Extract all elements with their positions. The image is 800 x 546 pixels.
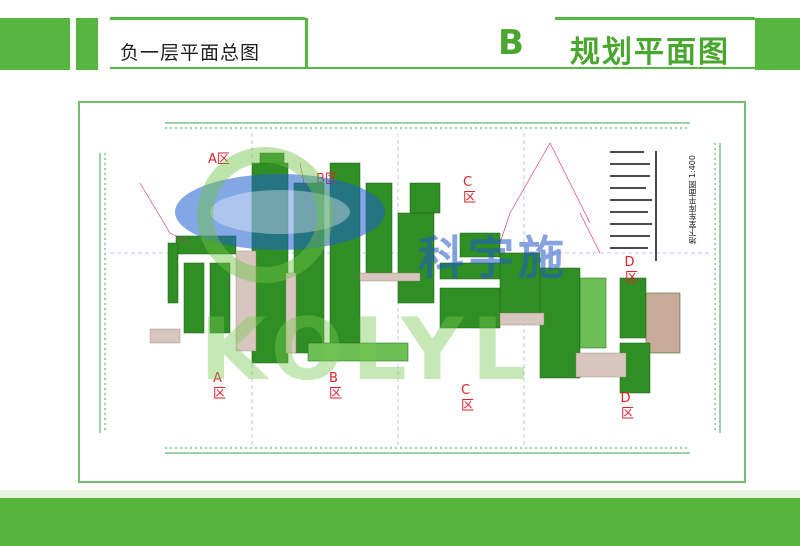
header-bottom-rule [110,67,755,69]
watermark-en: KOLYL [200,300,535,400]
floor-plan-drawing: A区 B区 C区 D区 A区 B区 C区 D区 地下室车库平面图 1:400 [78,101,746,483]
section-letter: B [498,23,524,63]
footer-light-band [0,490,800,498]
zone-label-b-top: B区 [316,172,338,187]
drawing-title: 地下室车库平面图 1:400 [688,155,697,245]
zone-label-d-top: D区 [622,255,637,283]
zone-label-a-bottom: A区 [210,371,225,399]
driveways [149,250,627,378]
section-title: 规划平面图 [570,35,730,70]
header-top-rule [110,17,305,20]
dimension-lines [99,122,721,454]
zone-label-a-top: A区 [208,152,230,167]
zone-label-b-bottom: B区 [326,371,341,399]
watermark-cn: 科宇施 [418,231,568,285]
header-divider [305,18,308,68]
header-green-block-left [0,18,70,70]
header-green-block-mid [76,18,98,70]
zone-c-parking [397,182,607,379]
drawing-notes [610,151,657,261]
zone-d-parking [619,277,681,394]
header-top-rule-right [555,17,755,20]
floor-plan-svg [99,122,721,454]
header: 负一层平面总图 B 规划平面图 [0,0,800,70]
zone-label-d-bottom: D区 [618,391,633,419]
footer-green-band [0,498,800,546]
zone-label-c-bottom: C区 [458,383,473,411]
page-label: 负一层平面总图 [120,42,261,64]
zone-label-c-top: C区 [460,175,475,203]
header-green-block-right [755,18,800,70]
